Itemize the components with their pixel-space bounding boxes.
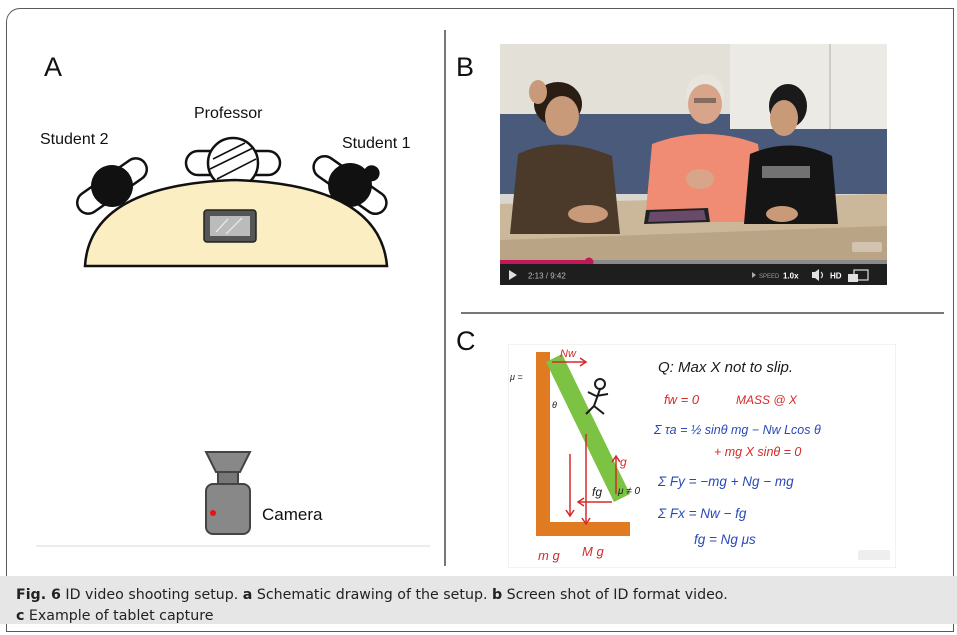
progress-fill <box>500 260 589 264</box>
control-bar <box>500 264 887 285</box>
caption-a-text: Schematic drawing of the setup. <box>252 587 492 603</box>
caption-background <box>0 576 957 624</box>
eq-fy: Σ Fy = −mg + Ng − mg <box>657 474 794 489</box>
student1-label: Student 1 <box>342 135 411 152</box>
caption-c-label: c <box>16 608 25 624</box>
student1-figure <box>312 154 388 216</box>
caption-title: ID video shooting setup. <box>60 587 243 603</box>
fig-label: Fig. 6 <box>16 587 61 603</box>
student2-figure <box>75 157 149 215</box>
speed-arrow-icon <box>752 272 756 278</box>
tablet-capture: Nw μ = θ g μ ≠ 0 fg m g M g Q: Max X not… <box>508 344 896 568</box>
camera-label: Camera <box>262 505 323 524</box>
eq-fw: fw = 0 <box>664 392 700 407</box>
label-mg-left: m g <box>538 548 560 563</box>
horizontal-divider <box>461 312 944 314</box>
label-nw: Nw <box>560 348 577 360</box>
eq-fx: Σ Fx = Nw − fg <box>657 506 747 521</box>
time-display: 2:13 / 9:42 <box>528 272 566 281</box>
fullscreen-icon[interactable] <box>848 269 869 282</box>
label-g: g <box>620 455 627 469</box>
speed-label: SPEED <box>759 274 780 280</box>
figure-caption: Fig. 6 ID video shooting setup. a Schema… <box>16 585 936 627</box>
speed-value[interactable]: 1.0x <box>783 272 799 281</box>
student2-label: Student 2 <box>40 131 109 148</box>
video-player[interactable]: 2:13 / 9:42 SPEED 1.0x HD <box>500 44 887 285</box>
caption-a-label: a <box>242 587 253 603</box>
panel-b-label: B <box>456 52 475 82</box>
eq-mass: MASS @ X <box>736 393 798 407</box>
hd-toggle[interactable]: HD <box>830 272 842 281</box>
eq-torque-a: Σ τa = ½ sinθ mg − Nw Lcos θ <box>653 423 821 437</box>
eq-fg: fg = Ng μs <box>694 532 756 547</box>
label-mg-mid: M g <box>582 544 604 559</box>
professor-label: Professor <box>194 105 263 122</box>
play-icon[interactable] <box>509 270 517 280</box>
camera-icon <box>204 451 252 535</box>
video-frame-image: 2:13 / 9:42 SPEED 1.0x HD <box>500 44 887 285</box>
whiteboard-drawing: Nw μ = θ g μ ≠ 0 fg m g M g Q: Max X not… <box>508 344 896 568</box>
caption-c-text: Example of tablet capture <box>24 608 214 624</box>
panel-a-label: A <box>44 52 63 82</box>
person-on-ladder <box>585 378 609 415</box>
panel-c-label: C <box>456 326 476 356</box>
caption-b-label: b <box>492 587 503 603</box>
eq-question: Q: Max X not to slip. <box>658 359 793 376</box>
label-fg-arrow: fg <box>592 485 602 499</box>
watermark <box>858 550 890 560</box>
caption-b-text: Screen shot of ID format video. <box>502 587 728 603</box>
setup-schematic: Student 2 Professor Student 1 Camera <box>36 105 430 547</box>
label-theta: θ <box>552 400 557 410</box>
label-mu-left: μ = <box>509 372 523 382</box>
vertical-divider <box>444 30 446 566</box>
tablet-icon <box>203 209 257 243</box>
professor-figure <box>184 136 282 190</box>
eq-torque-b: + mg X sinθ = 0 <box>714 445 801 459</box>
volume-icon[interactable] <box>812 269 824 281</box>
label-mu-ne: μ ≠ 0 <box>617 486 641 497</box>
